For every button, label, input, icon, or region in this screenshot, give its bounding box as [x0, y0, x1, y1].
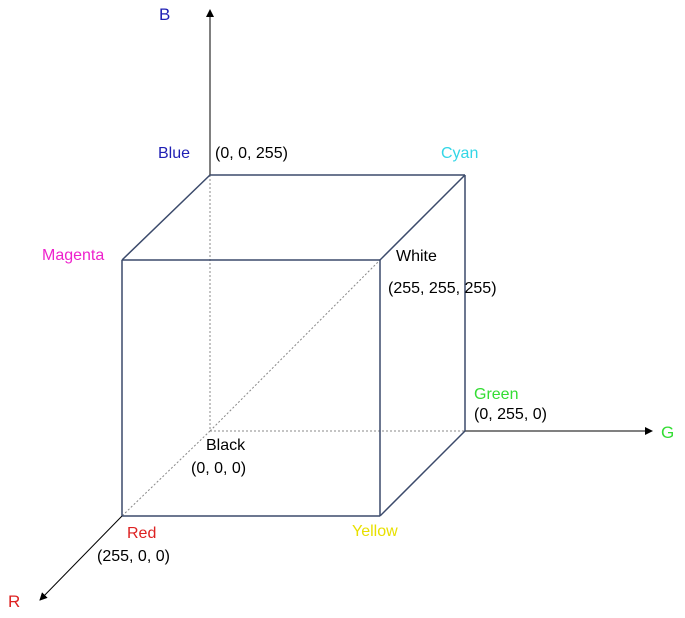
edge-green-yellow	[379, 430, 466, 517]
vertex-label-black: Black	[206, 437, 246, 454]
red-axis	[39, 515, 123, 601]
axis-label-r: R	[8, 592, 21, 611]
vertex-rgb-green: (0, 255, 0)	[474, 406, 547, 423]
edge-cyan-white	[379, 174, 466, 261]
hidden-edge-black-red	[121, 430, 211, 517]
vertex-label-magenta: Magenta	[42, 247, 105, 264]
edge-blue-magenta	[121, 174, 211, 261]
vertex-label-green: Green	[474, 386, 519, 403]
axis-label-b: B	[159, 5, 171, 24]
vertex-label-cyan: Cyan	[441, 145, 479, 162]
diagonal-black-white	[209, 259, 381, 432]
vertex-label-yellow: Yellow	[352, 523, 398, 540]
vertex-label-blue: Blue	[158, 145, 191, 162]
vertex-rgb-black: (0, 0, 0)	[191, 460, 247, 477]
axis-label-g: G	[661, 423, 675, 442]
vertex-label-red: Red	[127, 525, 157, 542]
vertex-label-white: White	[396, 248, 437, 265]
vertex-rgb-blue: (0, 0, 255)	[215, 145, 288, 162]
vertex-rgb-red: (255, 0, 0)	[97, 548, 170, 565]
vertex-rgb-white: (255, 255, 255)	[388, 280, 497, 297]
